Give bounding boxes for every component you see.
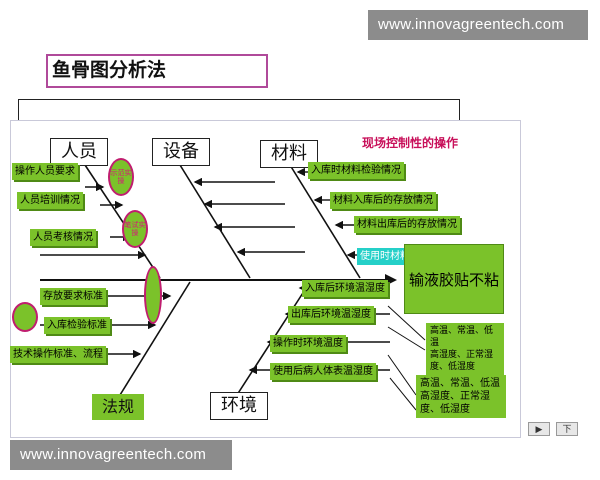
category-environment: 环境 (210, 392, 268, 420)
bone-method (119, 281, 191, 396)
bone-equipment (179, 164, 251, 279)
people-item-1: 操作人员要求 (12, 163, 78, 180)
environment-item-4: 使用后病人体表温湿度 (270, 363, 376, 380)
material-item-3: 材料出库后的存放情况 (354, 216, 460, 233)
material-item-2: 材料入库后的存放情况 (330, 192, 436, 209)
environment-item-2: 出库后环境温湿度 (288, 306, 374, 323)
watermark-top: www.innovagreentech.com (368, 10, 588, 40)
note-bottom: 高温、常温、低温 高湿度、正常湿度、低湿度 (416, 375, 506, 418)
next-button[interactable]: 下 (556, 422, 578, 436)
people-item-2: 人员培训情况 (17, 192, 83, 209)
watermark-bottom: www.innovagreentech.com (10, 440, 232, 470)
slide-subtitle: 现场控制性的操作 (362, 136, 459, 150)
material-item-1: 入库时材料检验情况 (308, 162, 404, 179)
ellipse-method (12, 302, 38, 332)
ellipse-demo-practice: 示范实操 (108, 158, 134, 196)
ellipse-written-practice: 笔试实操 (122, 210, 148, 248)
note-top: 高温、常温、低温 高湿度、正常湿度、低湿度 (426, 323, 504, 375)
method-item-2: 入库检验标准 (44, 317, 110, 334)
category-method: 法规 (92, 394, 144, 420)
environment-item-1: 入库后环境温湿度 (302, 280, 388, 297)
bone-material (289, 164, 361, 279)
ellipse-center (144, 266, 162, 324)
method-item-1: 存放要求标准 (40, 288, 106, 305)
method-item-3: 技术操作标准、流程 (10, 346, 106, 363)
category-people: 人员 (50, 138, 108, 166)
page-title: 鱼骨图分析法 (46, 54, 268, 88)
slide-frame (18, 99, 460, 123)
environment-item-3: 操作时环境温度 (270, 335, 346, 352)
play-button[interactable]: ▶ (528, 422, 550, 436)
effect-box: 输液胶贴不粘 (404, 244, 504, 314)
people-item-3: 人员考核情况 (30, 229, 96, 246)
title-text: 鱼骨图分析法 (52, 59, 167, 81)
category-equipment: 设备 (152, 138, 210, 166)
